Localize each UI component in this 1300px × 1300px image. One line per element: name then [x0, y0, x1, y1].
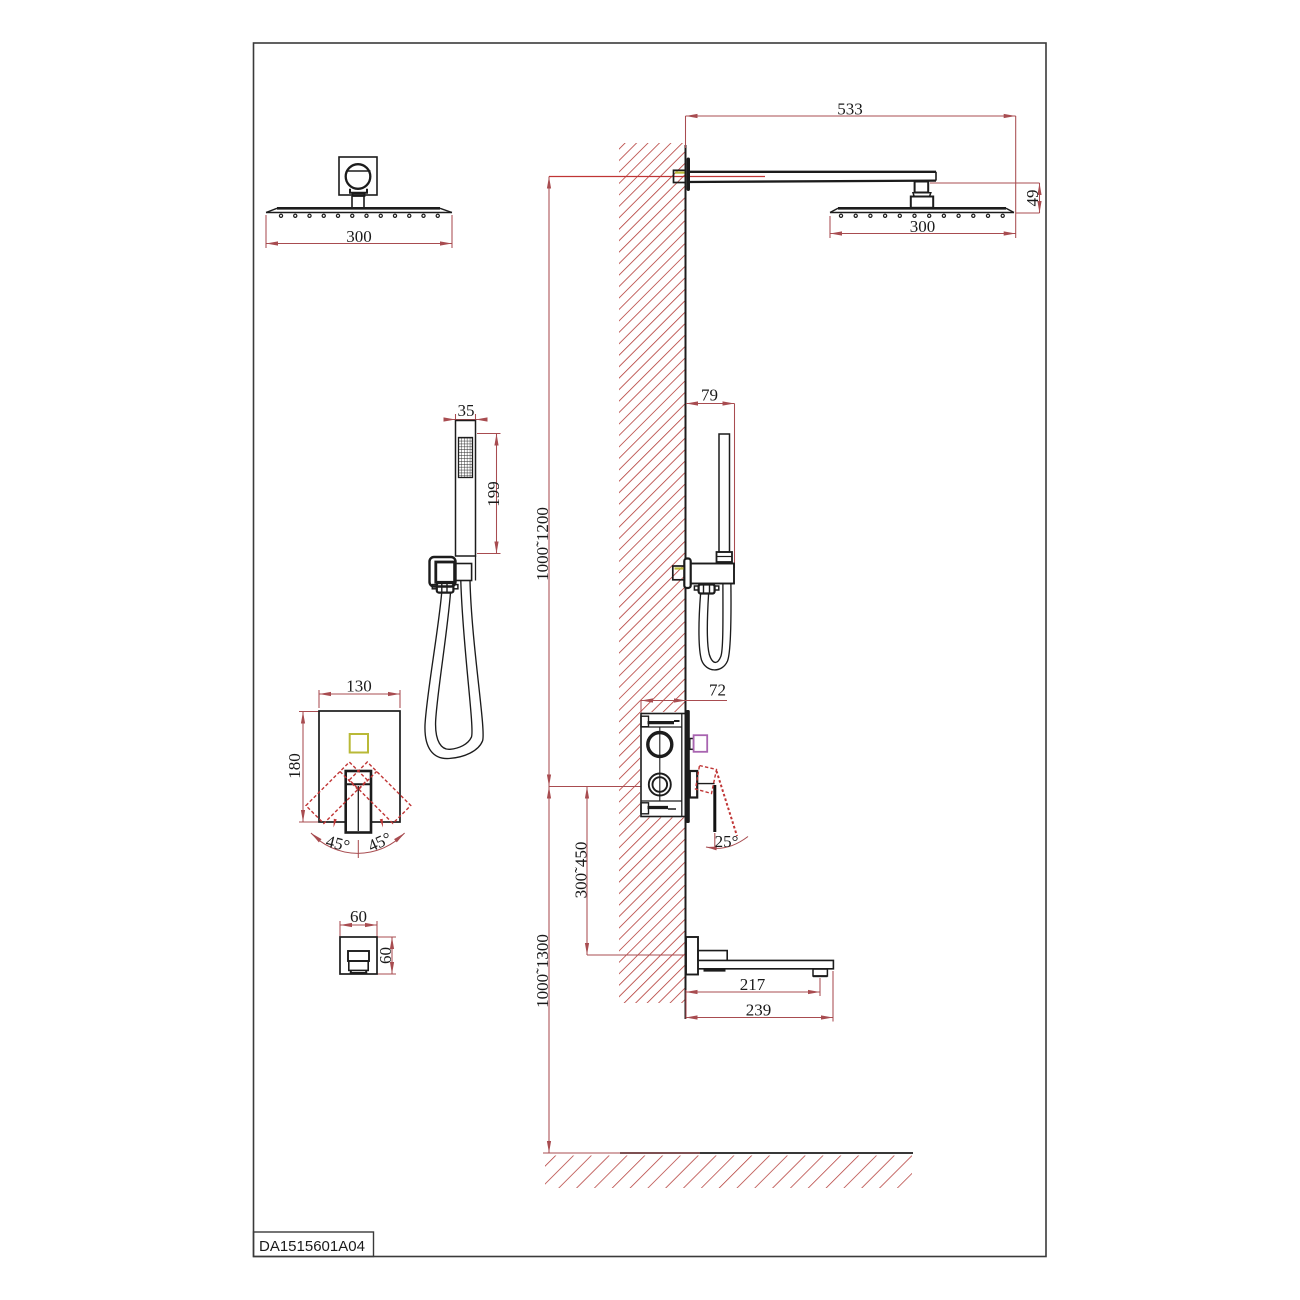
svg-text:300: 300	[346, 227, 372, 246]
svg-text:60: 60	[376, 947, 395, 964]
svg-text:533: 533	[837, 100, 863, 119]
svg-text:130: 130	[346, 677, 372, 696]
svg-text:300: 300	[910, 217, 936, 236]
svg-text:239: 239	[746, 1001, 772, 1020]
svg-text:DA1515601A04: DA1515601A04	[259, 1238, 365, 1255]
svg-text:199: 199	[484, 481, 503, 507]
svg-text:300˜450: 300˜450	[572, 842, 591, 899]
svg-text:35: 35	[458, 401, 475, 420]
svg-text:217: 217	[740, 975, 766, 994]
svg-text:72: 72	[709, 681, 726, 700]
svg-text:180: 180	[285, 753, 304, 779]
svg-text:25°: 25°	[715, 832, 739, 851]
svg-text:79: 79	[701, 386, 718, 405]
svg-text:49: 49	[1023, 190, 1042, 207]
svg-text:1000˜1300: 1000˜1300	[533, 934, 552, 1008]
svg-text:1000˜1200: 1000˜1200	[533, 507, 552, 581]
svg-text:60: 60	[350, 907, 367, 926]
